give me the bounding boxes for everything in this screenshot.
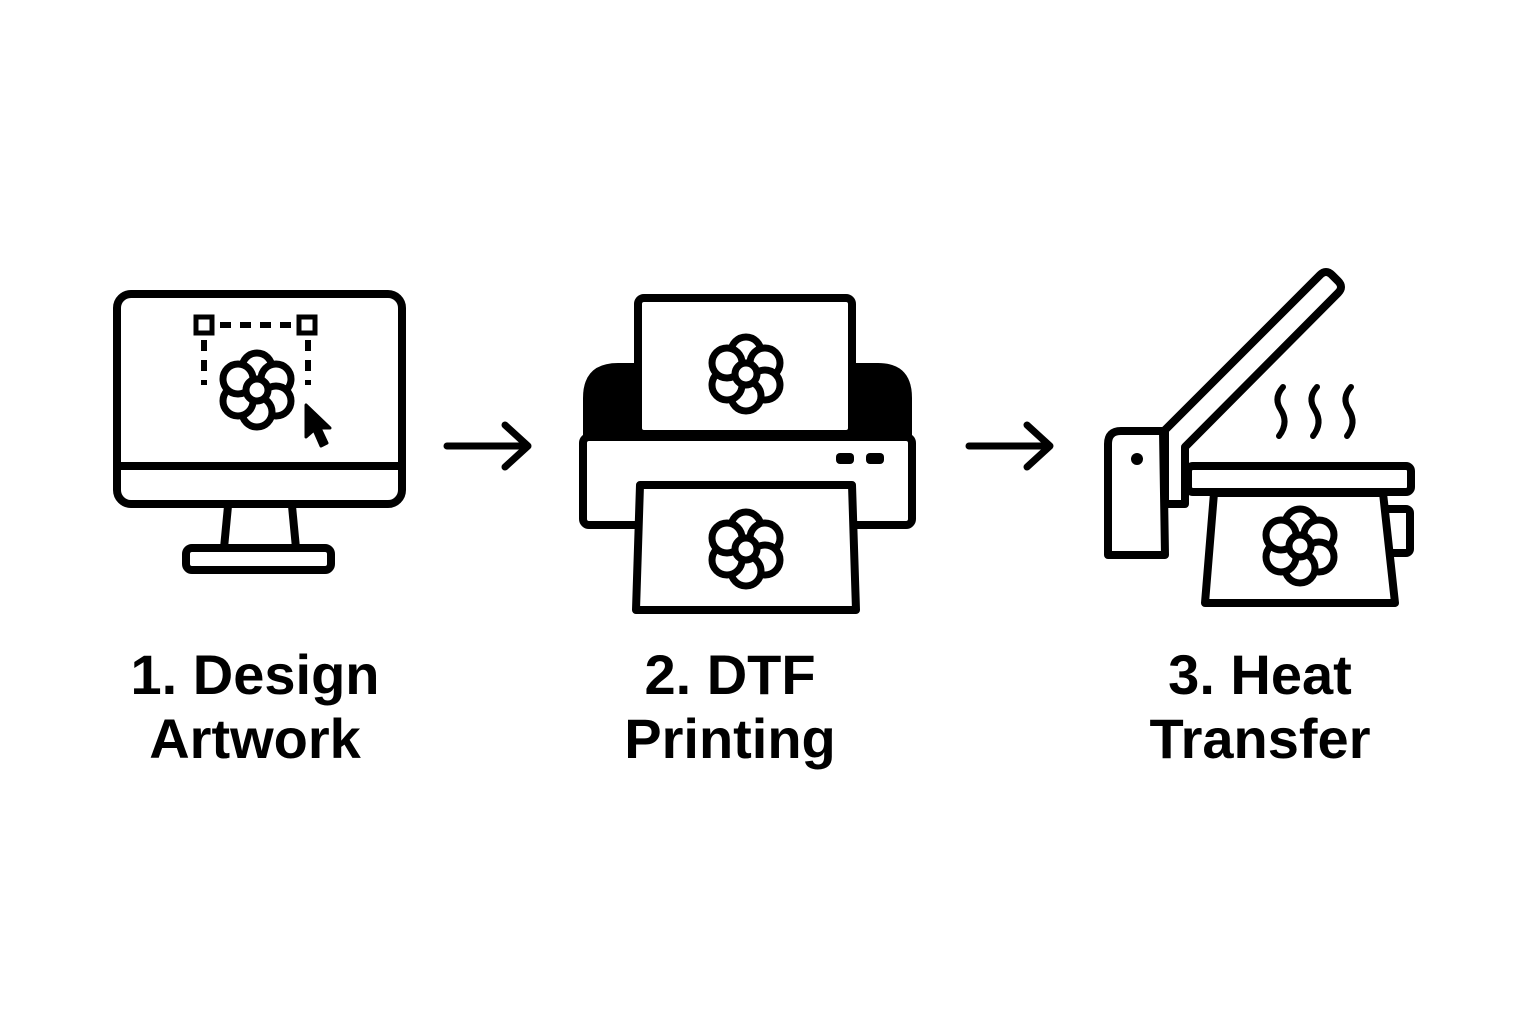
cursor-icon [304, 403, 332, 448]
heat-press-icon [1104, 268, 1415, 607]
step-2-label-line1: 2. DTF [644, 643, 816, 706]
step-3-label-line2: Transfer [1149, 707, 1371, 770]
step-1-label-line2: Artwork [149, 707, 361, 770]
heat-waves-icon [1274, 384, 1356, 439]
selection-box-icon [193, 314, 318, 385]
flower-design-icon [223, 353, 291, 427]
step-2-label-line2: Printing [624, 707, 836, 770]
step-1-label: 1. Design Artwork [90, 643, 420, 771]
arrow-right-icon [965, 421, 1054, 471]
step-1-label-line1: 1. Design [130, 643, 380, 706]
step-2-label: 2. DTF Printing [580, 643, 880, 771]
printer-icon [579, 294, 916, 614]
step-3-label-line1: 3. Heat [1168, 643, 1352, 706]
computer-monitor-icon [113, 290, 406, 574]
arrow-right-icon [443, 421, 532, 471]
step-3-label: 3. Heat Transfer [1100, 643, 1420, 771]
